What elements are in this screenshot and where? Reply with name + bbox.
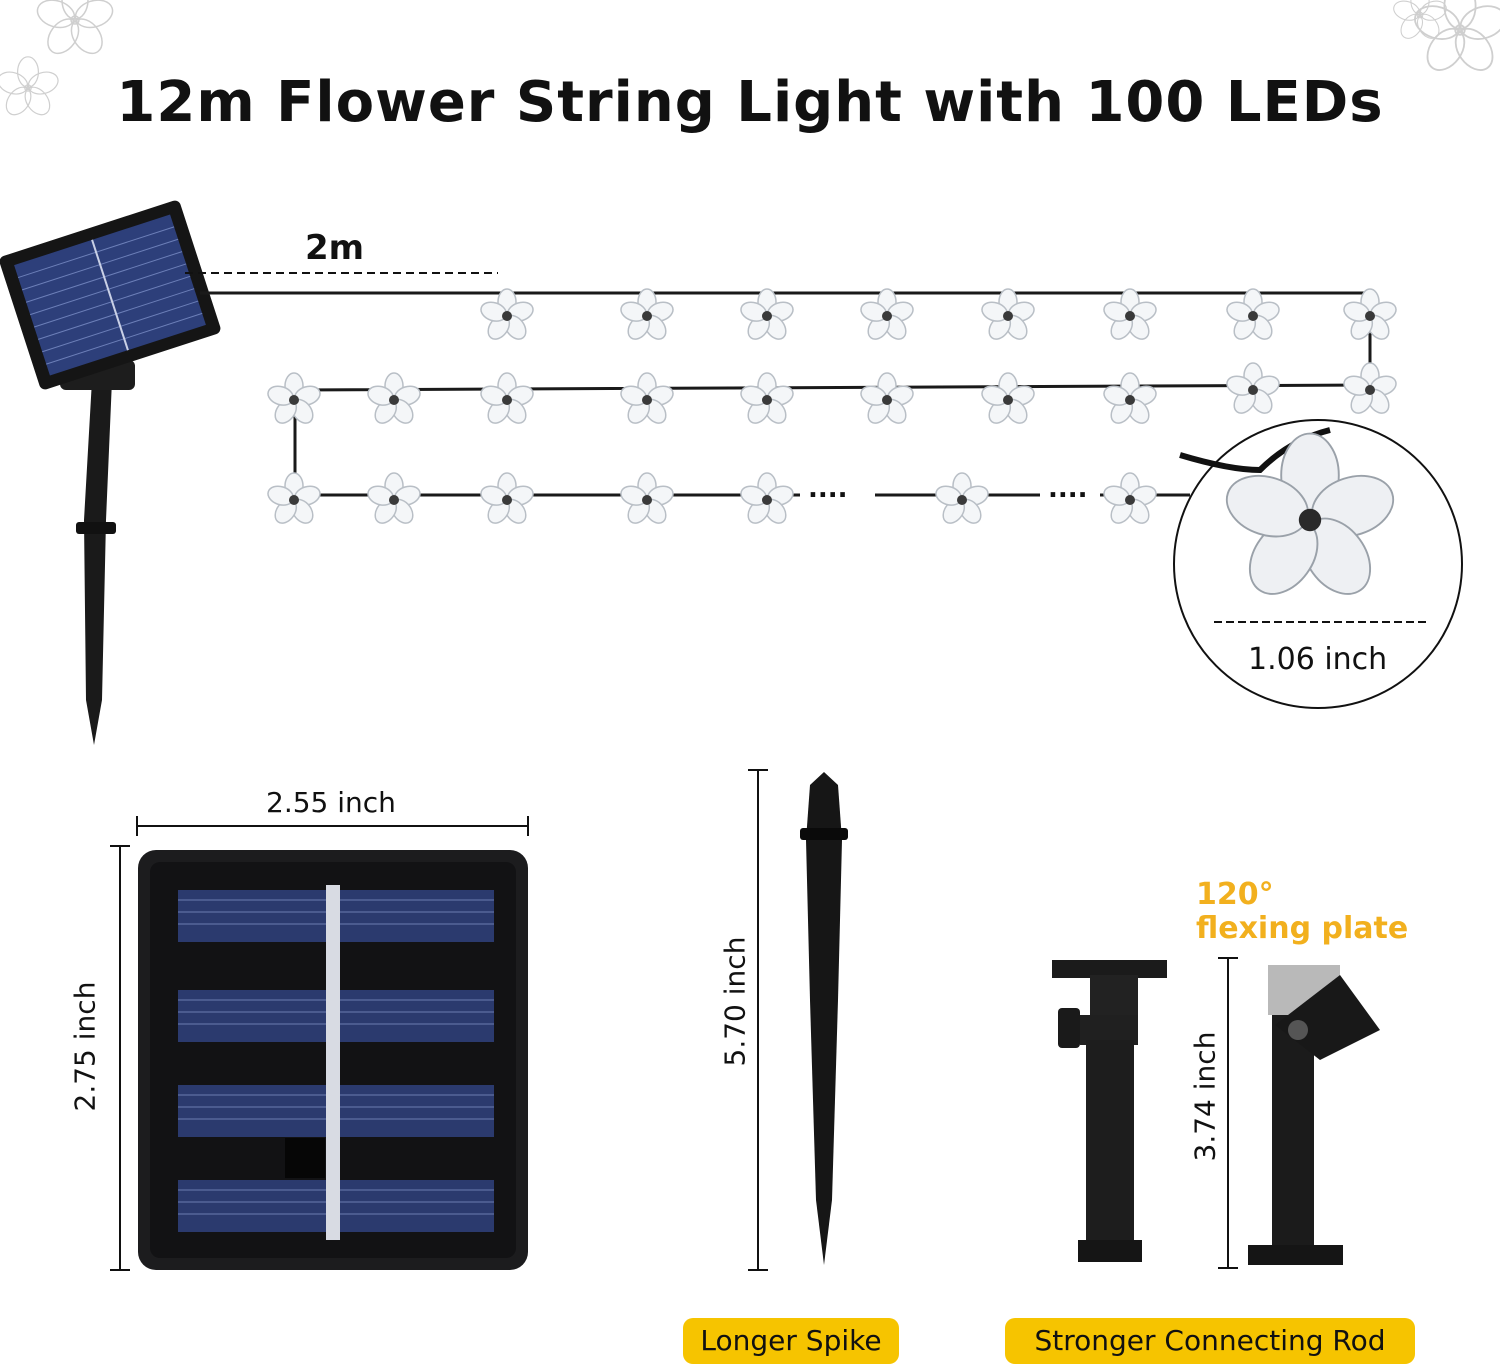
page-title: 12m Flower String Light with 100 LEDs [116,70,1384,135]
spike-image [748,769,848,1271]
rod-height-label: 3.74 inch [1188,1031,1222,1162]
flexing-plate-label: flexing plate [1196,911,1409,946]
led-flower-row-1 [477,288,1400,344]
connecting-rod-image [1052,957,1380,1269]
flower-diameter-label: 1.06 inch [1248,642,1388,677]
led-flower-row-2 [264,362,1400,428]
flexing-plate-angle: 120° [1196,877,1274,912]
panel-width-label: 2.55 inch [266,786,396,819]
panel-height-label: 2.75 inch [68,981,102,1112]
solar-panel-stake-image [0,200,221,745]
spike-length-label: 5.70 inch [718,936,752,1067]
lead-cable-length-label: 2m [305,228,365,268]
string-ellipsis: .... [808,474,848,504]
flower-closeup-circle [1173,419,1463,709]
spike-badge: Longer Spike [683,1318,899,1364]
rod-badge: Stronger Connecting Rod [1005,1318,1415,1364]
solar-panel-front-image [138,850,528,1270]
panel-dimension-lines [110,816,529,1271]
string-ellipsis: .... [1048,474,1088,504]
led-flower-row-3 [264,472,1160,528]
